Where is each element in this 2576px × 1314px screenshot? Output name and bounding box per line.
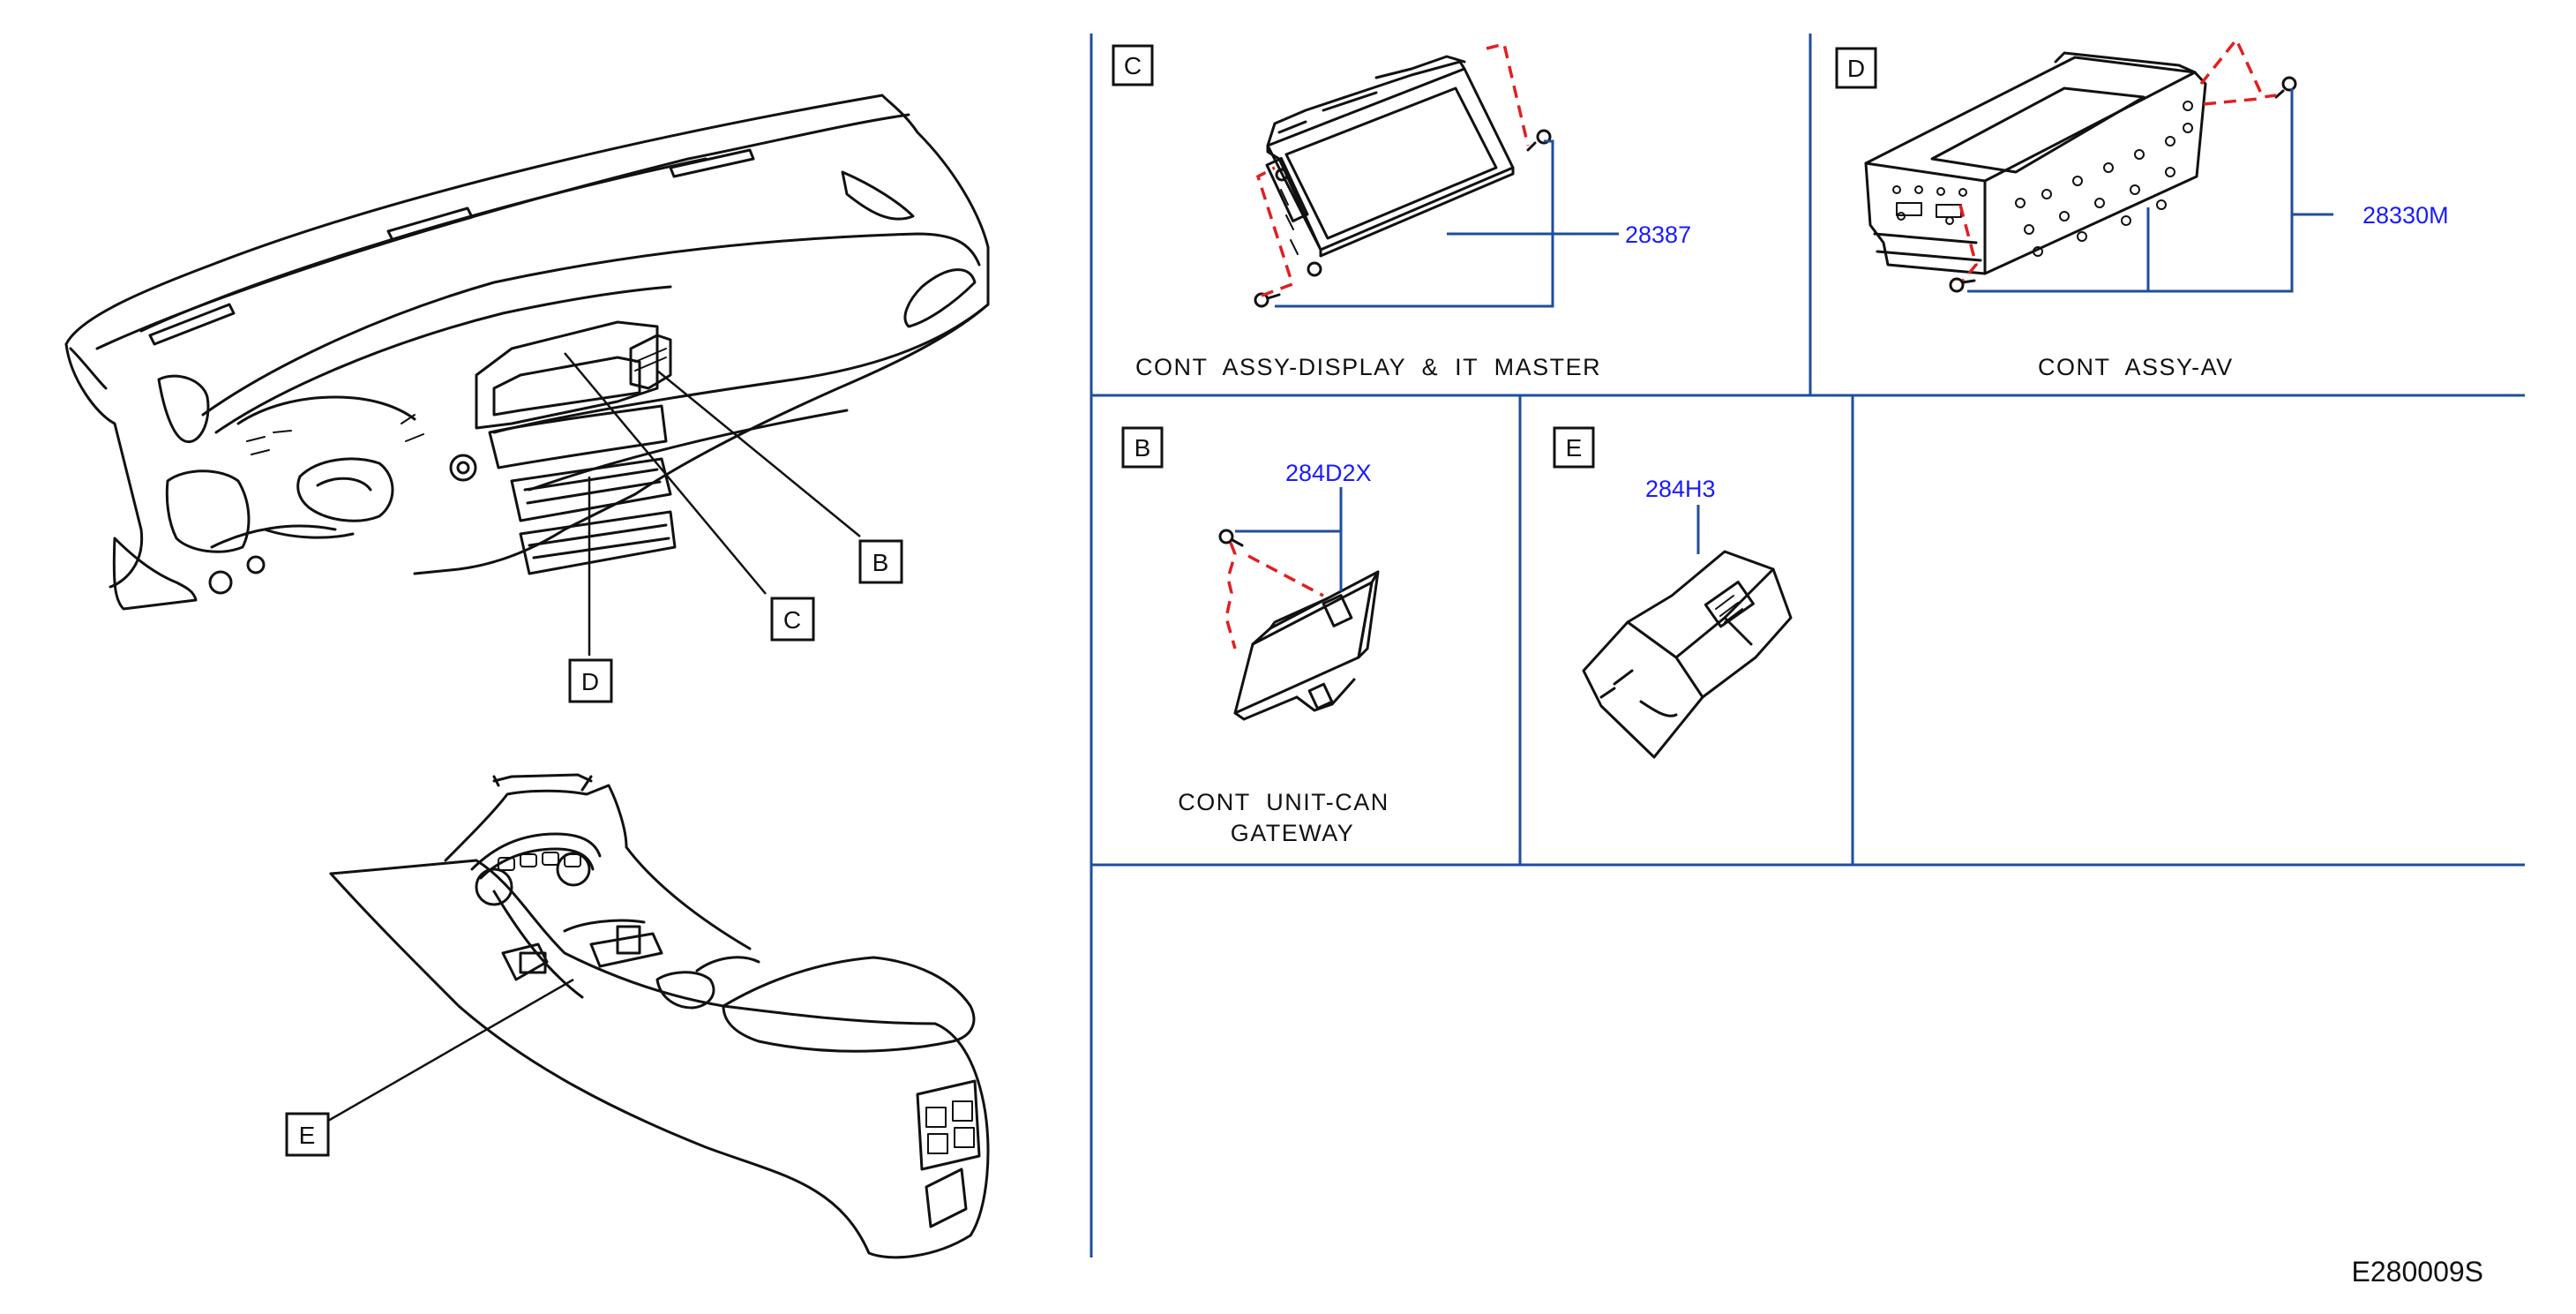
panel-c: C 28387 CONT ASSY-	[1112, 41, 1691, 380]
av-screw-left	[1949, 277, 1976, 293]
caption-display-it-master: CONT ASSY-DISPLAY & IT MASTER	[1135, 354, 1601, 380]
part-number-284d2x: 284D2X	[1285, 460, 1372, 486]
callout-c-label: C	[783, 606, 801, 634]
dashboard-illustration	[64, 94, 990, 611]
panel-b: B 284D2X CONT UNIT-CAN GATEWAY	[1121, 426, 1389, 846]
center-console-illustration	[329, 773, 990, 1259]
panel-c-letter: C	[1124, 52, 1142, 79]
panel-e-letter: E	[1566, 434, 1583, 462]
caption-can-gateway-line1: CONT UNIT-CAN	[1178, 789, 1389, 815]
callout-b: B	[858, 539, 903, 584]
part-number-28387: 28387	[1625, 222, 1691, 248]
panel-e: E 284H3	[1553, 426, 1793, 759]
panel-d-letter: D	[1847, 55, 1865, 82]
part-number-28330m: 28330M	[2363, 202, 2449, 229]
av-screw-right	[2274, 76, 2297, 99]
module-e-drawing	[1582, 550, 1793, 759]
caption-av-assy: CONT ASSY-AV	[2038, 354, 2234, 380]
panel-c-tag: C	[1112, 44, 1154, 86]
panel-grid	[1090, 34, 2525, 1258]
gateway-dashed-guide	[1224, 542, 1237, 649]
callout-c: C	[770, 597, 815, 642]
panel-d: D	[1835, 36, 2449, 380]
console-callouts: E	[285, 978, 574, 1157]
display-unit-drawing	[1265, 55, 1515, 277]
callout-d-label: D	[581, 668, 599, 695]
panel-b-tag: B	[1121, 426, 1164, 469]
display-screw-right	[1526, 129, 1552, 152]
av-dashed-guide-right	[2199, 36, 2277, 99]
caption-can-gateway-line2: GATEWAY	[1231, 820, 1355, 846]
part-number-284h3: 284H3	[1645, 476, 1716, 502]
gateway-screw	[1218, 529, 1244, 547]
can-gateway-drawing	[1233, 570, 1380, 721]
gateway-dashed-guide-top	[1247, 554, 1324, 597]
panel-d-tag: D	[1835, 47, 1877, 89]
callout-e: E	[285, 1112, 330, 1157]
callout-e-label: E	[299, 1122, 316, 1149]
av-unit-drawing	[1864, 51, 2207, 275]
av-dashed-guide-left	[1958, 204, 1978, 282]
av-dashed-guide-top	[2203, 97, 2259, 106]
callout-b-label: B	[872, 549, 889, 576]
display-dashed-guide-right	[1486, 41, 1530, 146]
panel-e-tag: E	[1553, 426, 1595, 469]
callout-d: D	[568, 658, 613, 703]
display-screw-left	[1254, 292, 1281, 308]
diagram-code: E280009S	[2352, 1256, 2483, 1288]
display-dashed-guide-left	[1255, 166, 1295, 297]
panel-b-letter: B	[1134, 434, 1151, 462]
dashboard-callouts: B C D	[564, 352, 903, 703]
